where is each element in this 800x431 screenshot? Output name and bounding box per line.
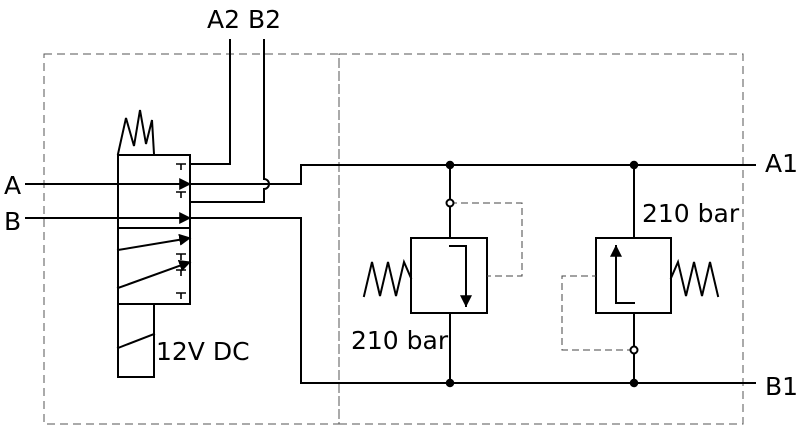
junction-b1-left <box>445 378 455 388</box>
directional-valve: 12V DC <box>116 109 250 378</box>
line-port-a2 <box>189 39 231 165</box>
valve-return-spring <box>116 109 156 156</box>
junction-a1-right <box>629 160 639 170</box>
relief-left-pilot-node <box>445 198 455 208</box>
relief-valve-left: 210 bar <box>351 164 523 384</box>
cross-flow-arrow-upper <box>116 233 192 252</box>
relief-right-flow-arrow <box>610 244 635 304</box>
relief-left-body <box>410 237 488 314</box>
port-label-a2: A2 <box>207 5 240 34</box>
upper-blocked-ports <box>176 163 186 198</box>
solenoid-winding-mark <box>116 332 156 350</box>
relief-left-pilot-line <box>450 202 523 277</box>
junction-b1-right <box>629 378 639 388</box>
relief-left-spring <box>362 258 413 298</box>
port-label-b1: B1 <box>765 372 798 401</box>
relief-valve-right: 210 bar <box>561 164 740 384</box>
port-label-a: A <box>4 171 21 200</box>
lower-blocked-ports <box>176 253 186 299</box>
relief-right-spring <box>669 258 720 298</box>
junction-a1-left <box>445 160 455 170</box>
line-to-a1-bus <box>189 164 756 185</box>
relief-right-setting: 210 bar <box>642 199 740 228</box>
relief-right-pilot-line <box>561 275 634 351</box>
solenoid-voltage-label: 12V DC <box>156 337 250 366</box>
cross-flow-arrow-lower <box>116 260 192 290</box>
relief-block-boundary <box>338 53 744 425</box>
relief-right-pilot-node <box>629 345 639 355</box>
solenoid-coil <box>117 303 155 378</box>
relief-left-setting: 210 bar <box>351 326 449 355</box>
line-to-b1-bus <box>189 217 756 384</box>
port-label-b2: B2 <box>248 5 281 34</box>
relief-right-body <box>595 237 672 314</box>
directional-valve-boundary <box>43 53 340 425</box>
relief-left-flow-arrow <box>449 245 472 308</box>
port-label-a1: A1 <box>765 149 798 178</box>
port-label-b: B <box>4 207 21 236</box>
